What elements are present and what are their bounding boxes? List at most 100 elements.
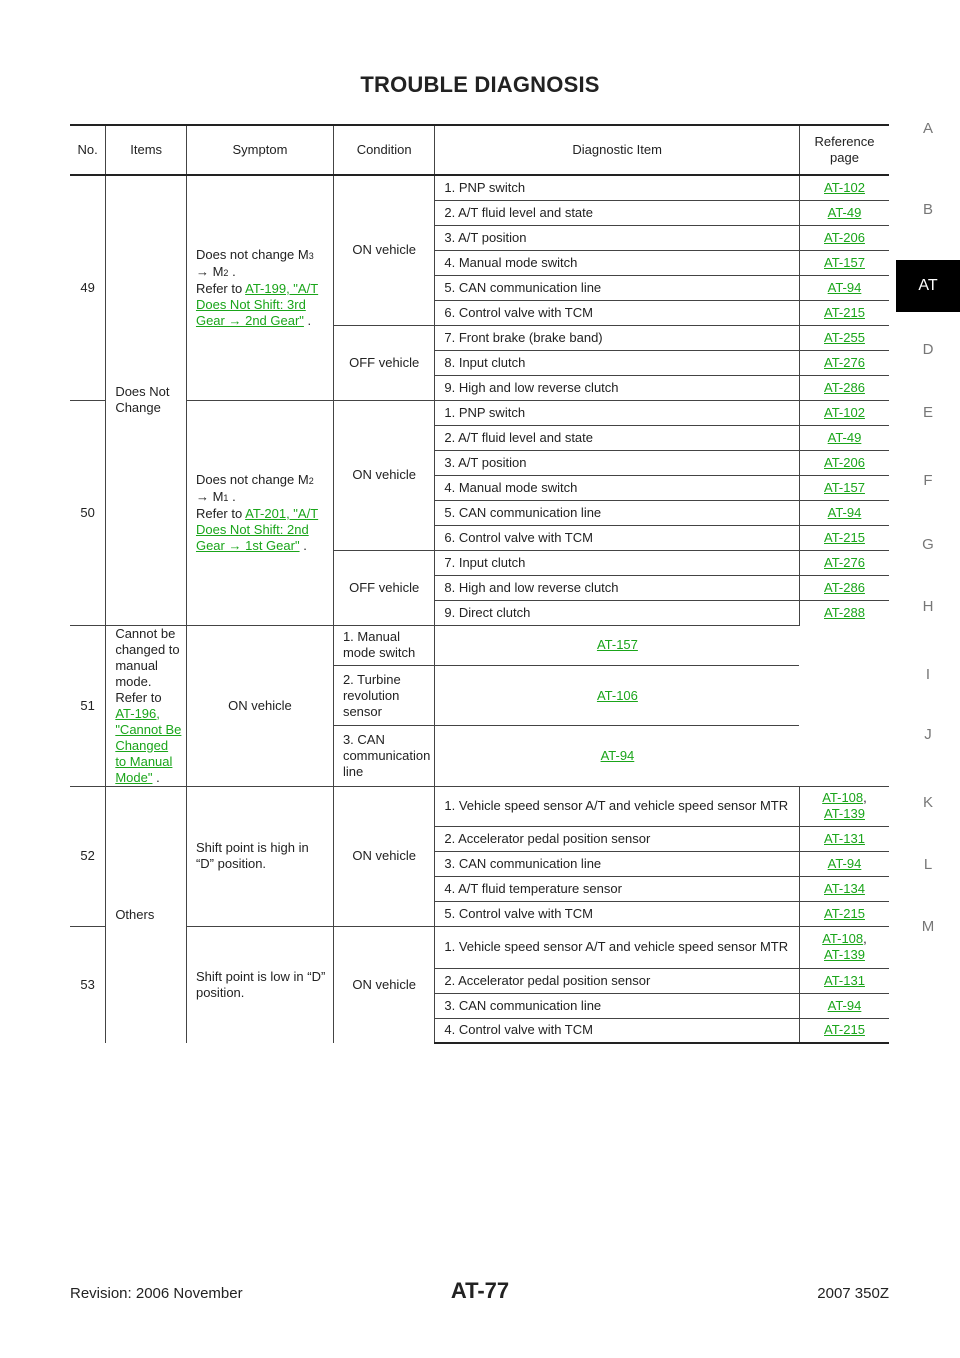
reference-link[interactable]: AT-288: [824, 604, 865, 620]
diag-item: 7. Front brake (brake band): [434, 324, 800, 350]
reference-link[interactable]: AT-215: [824, 304, 865, 320]
diag-item: 2. Turbine revolution sensor: [333, 665, 436, 726]
reference-link[interactable]: AT-255: [824, 329, 865, 345]
diag-item: 3. CAN communication line: [333, 725, 436, 786]
header-condition: Condition: [333, 124, 436, 176]
footer-model: 2007 350Z: [817, 1285, 889, 1302]
diag-item: 9. High and low reverse clutch: [434, 374, 800, 400]
diag-item: 8. High and low reverse clutch: [434, 574, 800, 600]
condition-on-vehicle: ON vehicle: [333, 175, 436, 325]
reference-link[interactable]: AT-215: [824, 529, 865, 545]
reference-link[interactable]: AT-106: [596, 687, 638, 703]
reference-link[interactable]: AT-94: [827, 997, 862, 1013]
condition-off-vehicle: OFF vehicle: [333, 324, 436, 400]
diag-item: 5. Control valve with TCM: [434, 900, 800, 926]
reference-link[interactable]: AT-94: [827, 855, 862, 871]
reference-link[interactable]: AT-206: [824, 454, 865, 470]
symptom-53: Shift point is low in “D” position.: [186, 925, 334, 1043]
section-tab[interactable]: L: [923, 856, 933, 873]
reference-link[interactable]: AT-49: [827, 204, 862, 220]
condition-on-vehicle: ON vehicle: [333, 399, 436, 550]
section-tab[interactable]: F: [923, 472, 933, 489]
diag-item: 1. Vehicle speed sensor A/T and vehicle …: [434, 925, 800, 968]
reference-link[interactable]: AT-49: [827, 429, 862, 445]
condition-on-vehicle: ON vehicle: [333, 925, 436, 1043]
reference-link[interactable]: AT-157: [596, 637, 638, 653]
reference-link[interactable]: AT-139: [824, 947, 865, 962]
reference-link[interactable]: AT-286: [824, 579, 865, 595]
condition-off-vehicle: OFF vehicle: [333, 549, 436, 625]
diag-item: 8. Input clutch: [434, 349, 800, 375]
diag-item: 2. A/T fluid level and state: [434, 424, 800, 450]
symptom-link-51[interactable]: AT-196, "Cannot Be Changed to Manual Mod…: [115, 705, 182, 785]
header-reference-page: Reference page: [799, 124, 889, 176]
section-tab[interactable]: D: [922, 341, 934, 358]
section-tab[interactable]: I: [925, 666, 931, 683]
header-no: No.: [70, 124, 107, 176]
section-tab[interactable]: E: [922, 404, 933, 421]
section-tab[interactable]: G: [922, 536, 934, 553]
reference-link[interactable]: AT-157: [824, 479, 865, 495]
diag-item: 7. Input clutch: [434, 549, 800, 575]
row-number: 50: [70, 399, 107, 625]
header-symptom: Symptom: [186, 124, 334, 176]
header-diagnostic-item: Diagnostic Item: [434, 124, 800, 176]
reference-link[interactable]: AT-94: [827, 279, 862, 295]
section-tab[interactable]: H: [922, 598, 934, 615]
reference-link[interactable]: AT-157: [824, 254, 865, 270]
section-tab[interactable]: M: [921, 918, 935, 935]
section-tab-active[interactable]: AT: [896, 260, 960, 312]
diag-item: 5. CAN communication line: [434, 499, 800, 525]
diag-item: 2. A/T fluid level and state: [434, 199, 800, 225]
symptom-50: Does not change M2 → M1 . Refer to AT-20…: [186, 399, 334, 625]
section-tab[interactable]: B: [922, 201, 933, 218]
reference-link[interactable]: AT-215: [824, 905, 865, 921]
diag-item: 1. Vehicle speed sensor A/T and vehicle …: [434, 785, 800, 826]
header-items: Items: [105, 124, 187, 176]
diag-item: 2. Accelerator pedal position sensor: [434, 967, 800, 993]
condition-on-vehicle: ON vehicle: [333, 785, 436, 926]
symptom-link-49[interactable]: AT-199, "A/T Does Not Shift: 3rd Gear → …: [195, 280, 319, 328]
diagnosis-table: No. Items Symptom Condition Diagnostic I…: [70, 124, 889, 1044]
diag-item: 1. PNP switch: [434, 399, 800, 425]
item-does-not-change: Does Not Change: [105, 175, 187, 625]
reference-link[interactable]: AT-108: [822, 790, 864, 805]
diag-item: 1. Manual mode switch: [333, 624, 436, 666]
row-number: 49: [70, 175, 107, 400]
section-tab[interactable]: J: [924, 726, 932, 743]
diag-item: 4. A/T fluid temperature sensor: [434, 875, 800, 901]
symptom-49: Does not change M3 → M2 . Refer to AT-19…: [186, 175, 334, 400]
reference-link[interactable]: AT-94: [600, 747, 635, 763]
diag-item: 2. Accelerator pedal position sensor: [434, 825, 800, 851]
diag-item: 3. CAN communication line: [434, 850, 800, 876]
reference-link[interactable]: AT-206: [824, 229, 865, 245]
reference-link[interactable]: AT-276: [824, 354, 865, 370]
reference-link[interactable]: AT-276: [824, 554, 865, 570]
diag-item: 3. A/T position: [434, 224, 800, 250]
reference-link[interactable]: AT-108: [822, 931, 864, 946]
reference-link[interactable]: AT-134: [824, 880, 865, 896]
diag-item: 5. CAN communication line: [434, 274, 800, 300]
section-tab[interactable]: K: [922, 794, 933, 811]
row-number: 53: [70, 925, 107, 1043]
reference-link[interactable]: AT-286: [824, 379, 865, 395]
reference-link[interactable]: AT-102: [824, 404, 865, 420]
reference-link[interactable]: AT-215: [824, 1022, 865, 1038]
page-title: TROUBLE DIAGNOSIS: [360, 72, 600, 97]
diag-item: 6. Control valve with TCM: [434, 524, 800, 550]
section-tab[interactable]: A: [922, 120, 933, 137]
reference-link[interactable]: AT-131: [824, 972, 865, 988]
diag-item: 9. Direct clutch: [434, 599, 800, 625]
row-number: 51: [70, 624, 107, 786]
symptom-51: Cannot be changed to manual mode. Refer …: [105, 624, 187, 786]
reference-link[interactable]: AT-102: [824, 179, 865, 195]
diag-item: 4. Manual mode switch: [434, 249, 800, 275]
reference-link[interactable]: AT-94: [827, 504, 862, 520]
diag-item: 4. Manual mode switch: [434, 474, 800, 500]
diag-item: 4. Control valve with TCM: [434, 1017, 800, 1044]
condition-on-vehicle: ON vehicle: [186, 624, 334, 786]
reference-link[interactable]: AT-131: [824, 830, 865, 846]
footer-revision: Revision: 2006 November: [70, 1285, 243, 1302]
symptom-link-50[interactable]: AT-201, "A/T Does Not Shift: 2nd Gear → …: [195, 505, 319, 553]
reference-link[interactable]: AT-139: [824, 806, 865, 821]
